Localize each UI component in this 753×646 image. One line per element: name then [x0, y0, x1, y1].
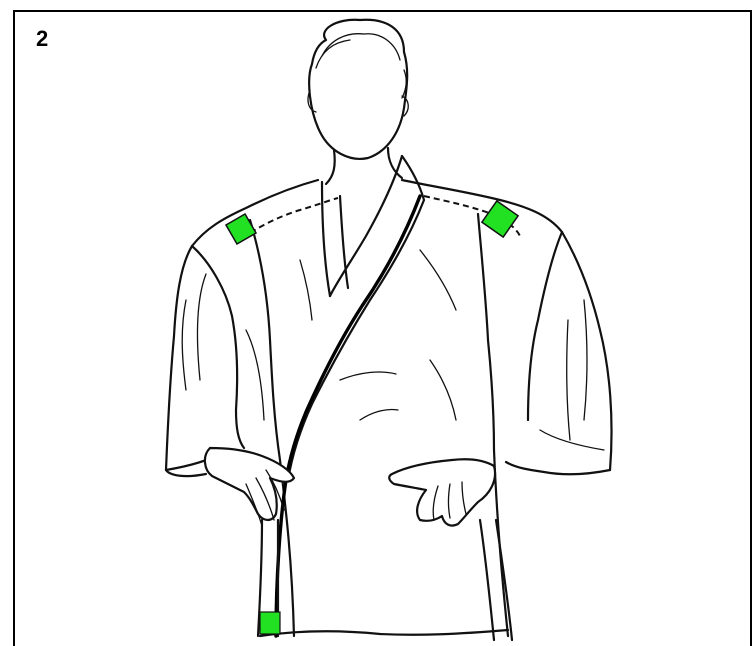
right-hand: [389, 459, 495, 525]
belt-end-marker: [260, 612, 280, 634]
right-shoulder-marker: [482, 201, 518, 237]
markers: [226, 201, 518, 634]
head: [308, 20, 408, 159]
left-shoulder-marker: [226, 214, 256, 244]
neck: [326, 148, 402, 184]
